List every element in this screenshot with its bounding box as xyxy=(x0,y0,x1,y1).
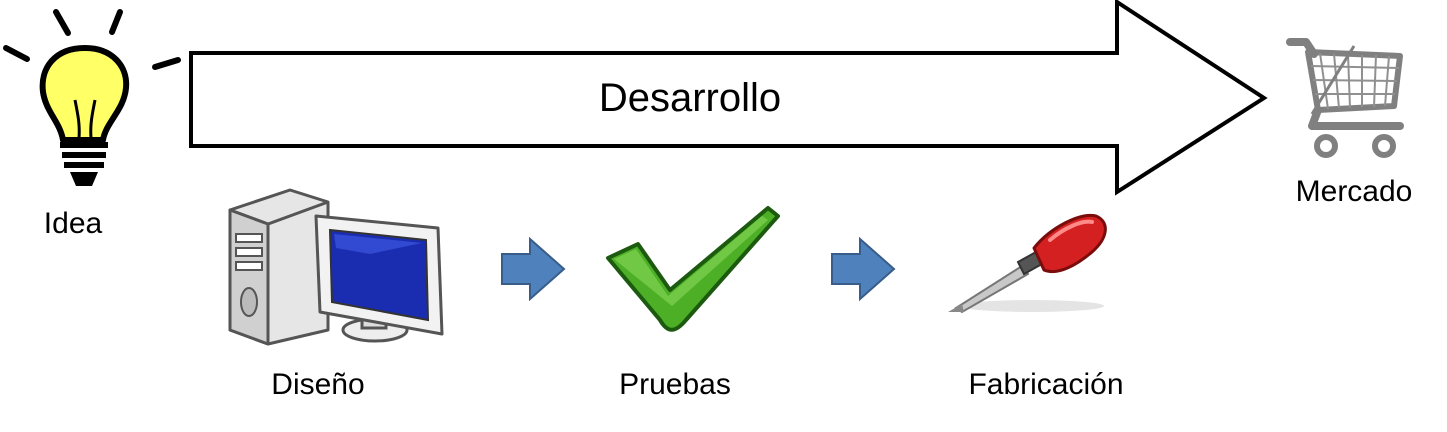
idea-label: Idea xyxy=(43,207,103,240)
blue-arrow-icon xyxy=(501,237,566,302)
testing-label: Pruebas xyxy=(619,368,731,401)
lightbulb-icon xyxy=(3,9,181,186)
shopping-cart-icon xyxy=(1286,38,1404,158)
checkmark-icon xyxy=(606,206,780,332)
computer-icon xyxy=(228,188,444,346)
development-label: Desarrollo xyxy=(598,76,782,120)
design-label: Diseño xyxy=(271,368,365,401)
blue-arrow-icon xyxy=(831,237,896,302)
screwdriver-icon xyxy=(948,213,1107,314)
market-label: Mercado xyxy=(1295,175,1413,208)
manufacturing-label: Fabricación xyxy=(968,368,1124,401)
